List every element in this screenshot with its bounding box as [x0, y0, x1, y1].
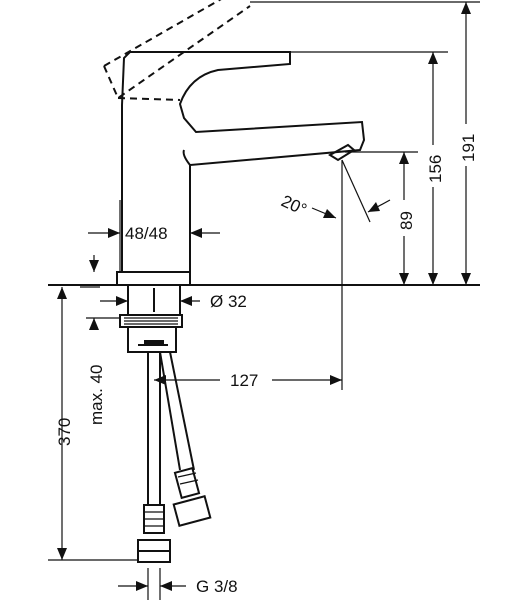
spout-outlet: [328, 143, 356, 162]
dim-diameter-32: Ø 32: [100, 292, 247, 311]
dim-89: 89: [392, 152, 416, 285]
dim-48-48: 48/48: [88, 224, 220, 272]
mounting-shank: [119, 285, 183, 353]
dim-max-40: max. 40: [80, 286, 120, 425]
supply-hoses: [137, 351, 212, 563]
label-48-48: 48/48: [125, 224, 168, 243]
label-89: 89: [397, 211, 416, 230]
label-156: 156: [426, 155, 445, 183]
lever-dashed-position: [103, 0, 251, 101]
label-diameter-32: Ø 32: [210, 292, 247, 311]
dim-g-3-8: G 3/8: [118, 568, 238, 600]
label-max-40: max. 40: [87, 365, 106, 425]
label-191: 191: [459, 134, 478, 162]
label-370: 370: [55, 418, 74, 446]
extension-lines: [48, 1, 480, 561]
dim-191: 191: [454, 2, 478, 285]
faucet-body: [116, 51, 366, 286]
dim-156: 156: [421, 52, 445, 285]
dim-370: 370: [55, 287, 74, 560]
label-angle-20: 20°: [278, 191, 309, 219]
label-127: 127: [230, 371, 258, 390]
dim-127: 127: [154, 371, 342, 390]
label-g-3-8: G 3/8: [196, 577, 238, 596]
dim-angle-20: 20°: [278, 159, 391, 223]
